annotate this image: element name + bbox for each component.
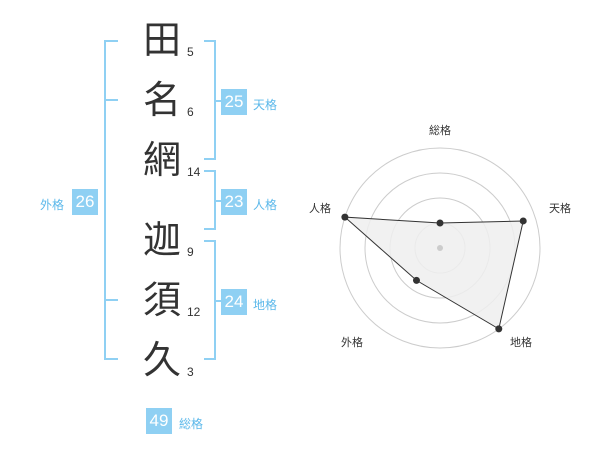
soukaku-label: 総格	[179, 417, 204, 431]
gaikaku-bracket-tick-1	[104, 99, 118, 101]
radar-polygon	[343, 216, 524, 330]
radar-point-soukaku	[436, 219, 444, 227]
gaikaku-label: 外格	[40, 198, 65, 212]
soukaku-badge: 49	[146, 408, 172, 434]
radar-point-jinkaku	[341, 213, 349, 221]
tenkaku-connector	[216, 100, 222, 102]
stroke-count-1: 5	[187, 45, 194, 59]
chikaku-label: 地格	[253, 298, 278, 312]
name-character-3: 網	[142, 138, 181, 182]
chikaku-connector	[216, 300, 222, 302]
stroke-count-2: 6	[187, 105, 194, 119]
radar-label-tenkaku: 天格	[549, 201, 571, 215]
jinkaku-label: 人格	[253, 198, 278, 212]
stroke-count-5: 12	[187, 305, 201, 319]
stroke-count-6: 3	[187, 365, 194, 379]
radar-point-tenkaku	[519, 217, 527, 225]
name-character-6: 久	[142, 338, 181, 382]
radar-center-dot	[437, 245, 443, 251]
chikaku-badge: 24	[221, 289, 247, 315]
radar-label-soukaku: 総格	[429, 123, 451, 137]
gaikaku-bracket-tick-2	[104, 299, 118, 301]
stroke-count-3: 14	[187, 165, 201, 179]
stroke-count-4: 9	[187, 245, 194, 259]
jinkaku-connector	[216, 200, 222, 202]
gaikaku-badge: 26	[72, 189, 98, 215]
jinkaku-bracket	[204, 170, 216, 230]
chikaku-bracket	[204, 240, 216, 360]
radar-ring-4	[339, 147, 541, 349]
jinkaku-badge: 23	[221, 189, 247, 215]
name-character-4: 迦	[142, 218, 181, 262]
radar-label-chikaku: 地格	[510, 335, 532, 349]
tenkaku-label: 天格	[253, 98, 278, 112]
radar-label-jinkaku: 人格	[309, 201, 331, 215]
name-character-1: 田	[142, 18, 181, 62]
radar-point-chikaku	[495, 325, 503, 333]
radar-point-gaikaku	[412, 276, 420, 284]
name-character-5: 須	[142, 278, 181, 322]
radar-points	[341, 213, 527, 333]
name-character-2: 名	[142, 78, 181, 122]
tenkaku-badge: 25	[221, 89, 247, 115]
gaikaku-bracket	[104, 40, 118, 360]
radar-label-gaikaku: 外格	[341, 335, 363, 349]
tenkaku-bracket	[204, 40, 216, 160]
